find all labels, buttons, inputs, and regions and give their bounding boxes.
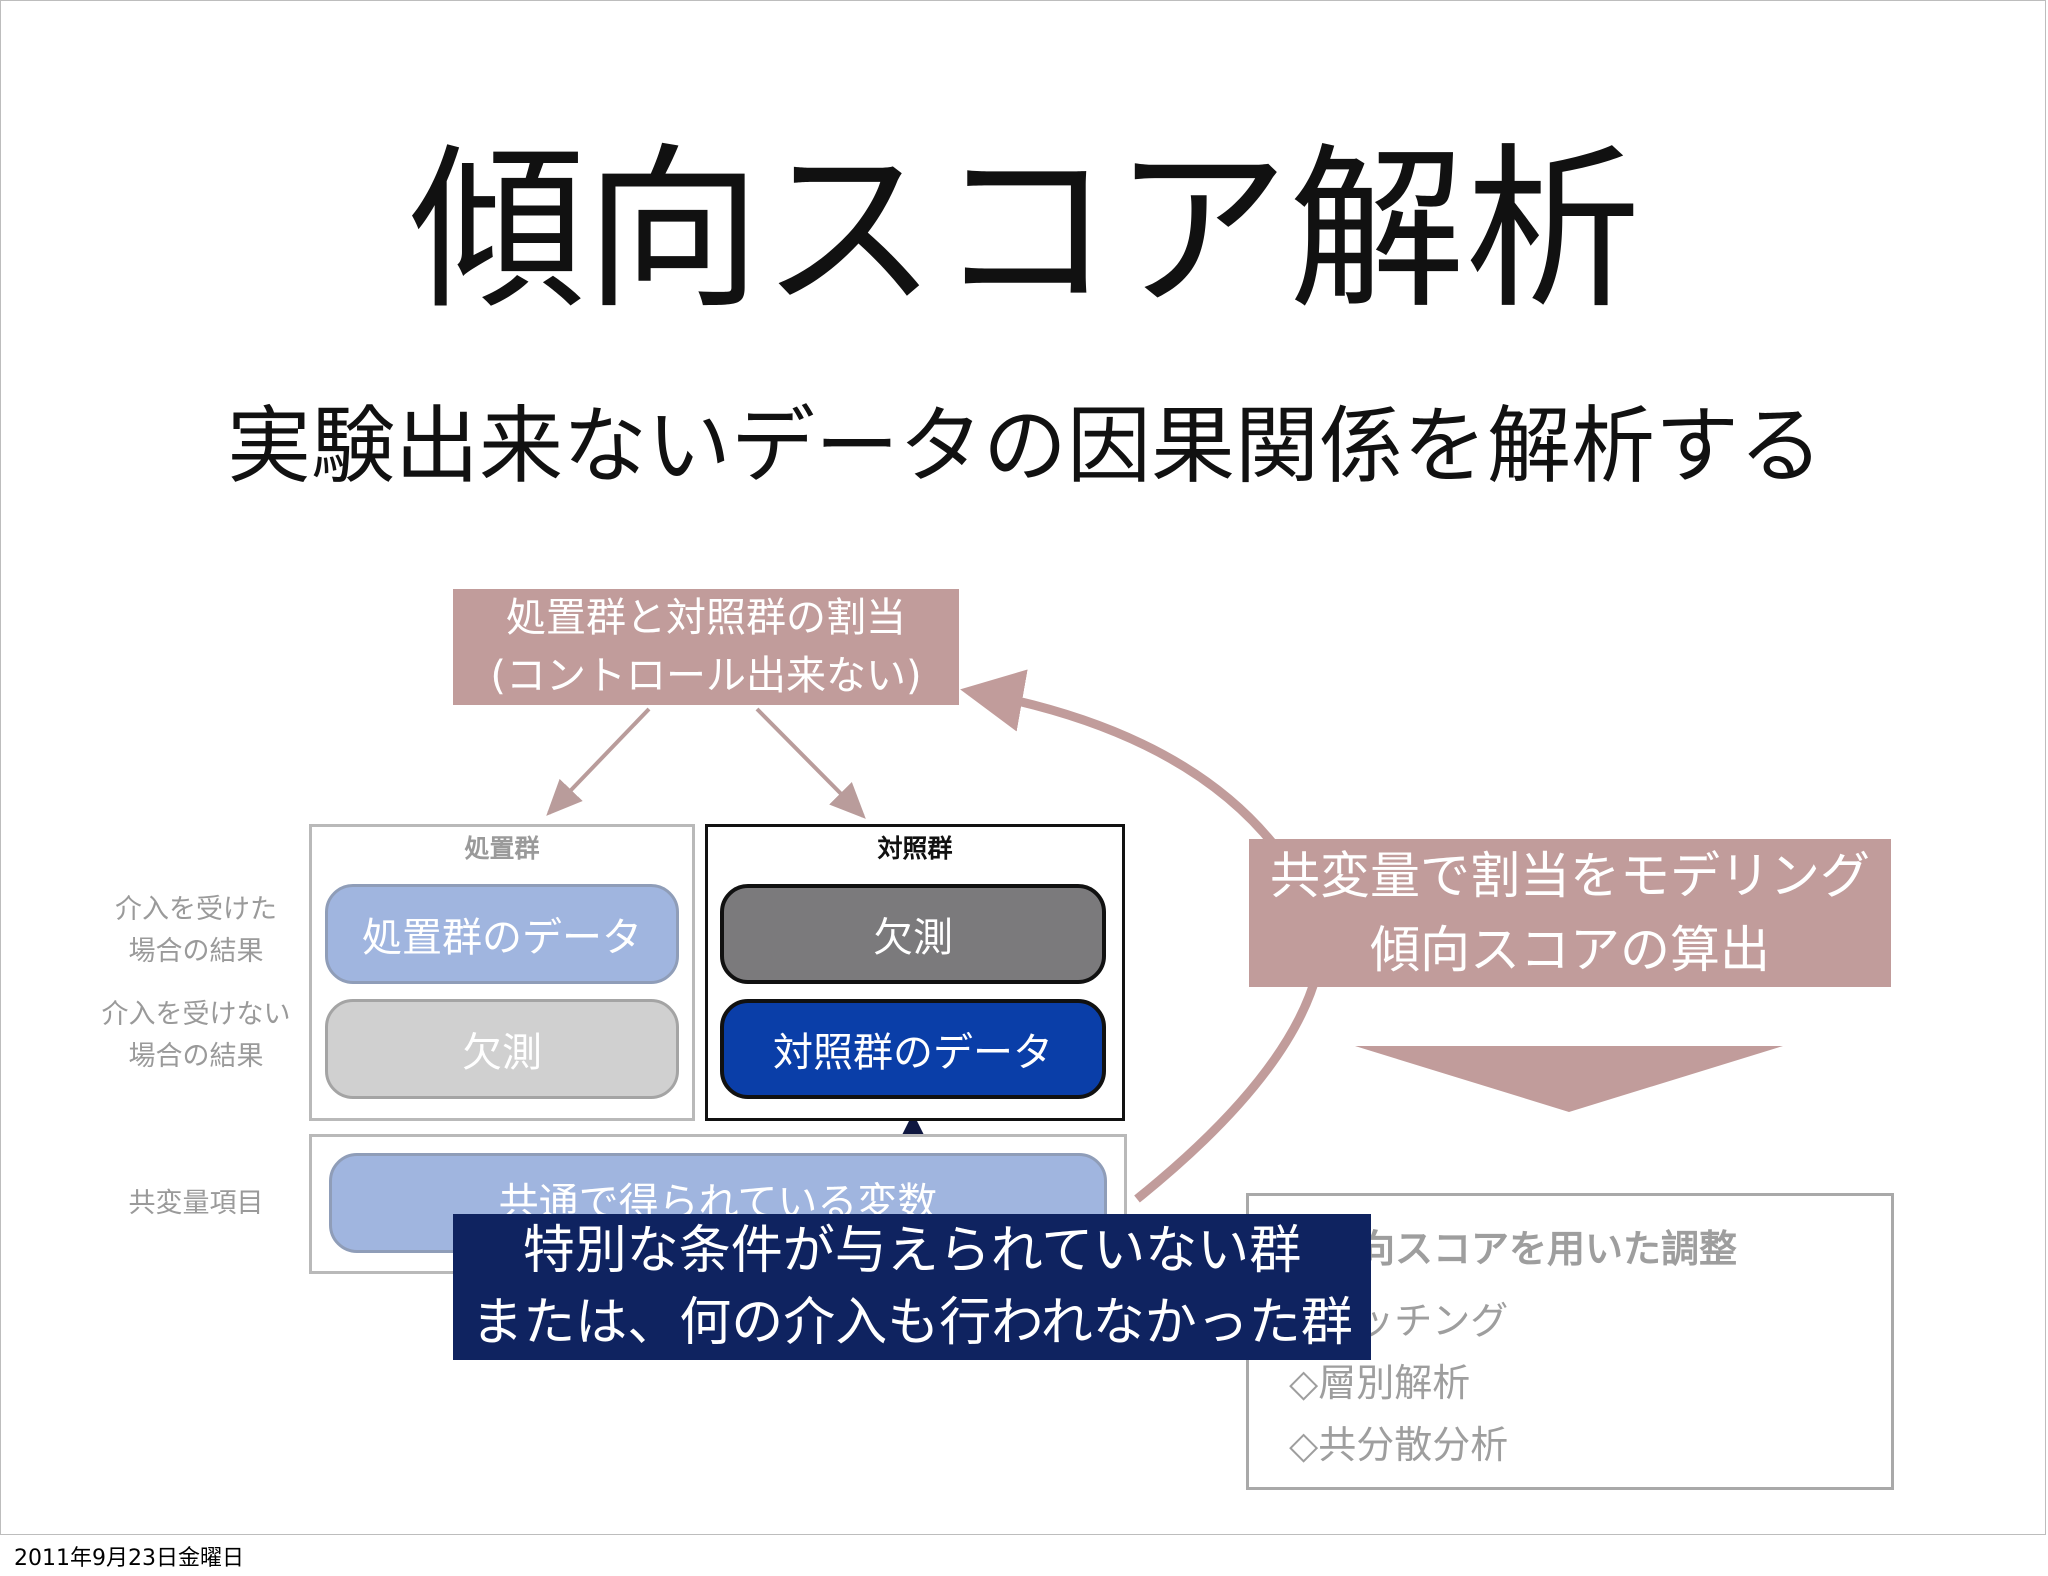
- assignment-line1: 処置群と対照群の割当: [506, 595, 906, 641]
- slide-subtitle: 実験出来ないデータの因果関係を解析する: [226, 397, 1823, 495]
- control-data-cell: 対照群のデータ: [720, 999, 1106, 1099]
- control-missing-cell: 欠測: [720, 884, 1106, 984]
- control-note-line1: 特別な条件が与えられていない群: [522, 1221, 1302, 1281]
- footer-date: 2011年9月23日金曜日: [14, 1546, 244, 1571]
- treated-data-cell: 処置群のデータ: [325, 884, 679, 984]
- assignment-line2: (コントロール出来ない): [490, 653, 922, 699]
- row-label-treated: 介入を受けた 場合の結果: [115, 894, 277, 967]
- treatment-group-box: 処置群 処置群のデータ 欠測: [309, 824, 695, 1121]
- adjustment-title: 傾向スコアを用いた調整: [1319, 1227, 1738, 1271]
- row-label-untreated: 介入を受けない 場合の結果: [101, 999, 291, 1072]
- treatment-group-label: 処置群: [464, 834, 540, 863]
- modeling-box: 共変量で割当をモデリング 傾向スコアの算出: [1249, 839, 1891, 987]
- adjustment-item-stratification: ◇層別解析: [1289, 1361, 1471, 1405]
- arrow-to-treatment: [546, 707, 651, 816]
- treated-missing-cell: 欠測: [325, 999, 679, 1099]
- modeling-line1: 共変量で割当をモデリング: [1270, 847, 1870, 905]
- down-arrow: [1355, 1046, 1783, 1112]
- slide: 傾向スコア解析 実験出来ないデータの因果関係を解析する 処置群と対照群の割当 (…: [0, 0, 2046, 1535]
- assignment-box: 処置群と対照群の割当 (コントロール出来ない): [453, 589, 959, 705]
- arrow-to-control: [755, 707, 866, 819]
- modeling-line2: 傾向スコアの算出: [1370, 921, 1770, 979]
- control-note-line2: または、何の介入も行われなかった群: [471, 1293, 1353, 1353]
- control-group-note: 特別な条件が与えられていない群 または、何の介入も行われなかった群: [453, 1214, 1371, 1360]
- slide-title: 傾向スコア解析: [408, 128, 1641, 333]
- row-label-covariates: 共変量項目: [128, 1188, 264, 1219]
- adjustment-item-ancova: ◇共分散分析: [1289, 1423, 1509, 1467]
- control-group-label: 対照群: [877, 834, 953, 863]
- control-group-box: 対照群 欠測 対照群のデータ: [705, 824, 1125, 1121]
